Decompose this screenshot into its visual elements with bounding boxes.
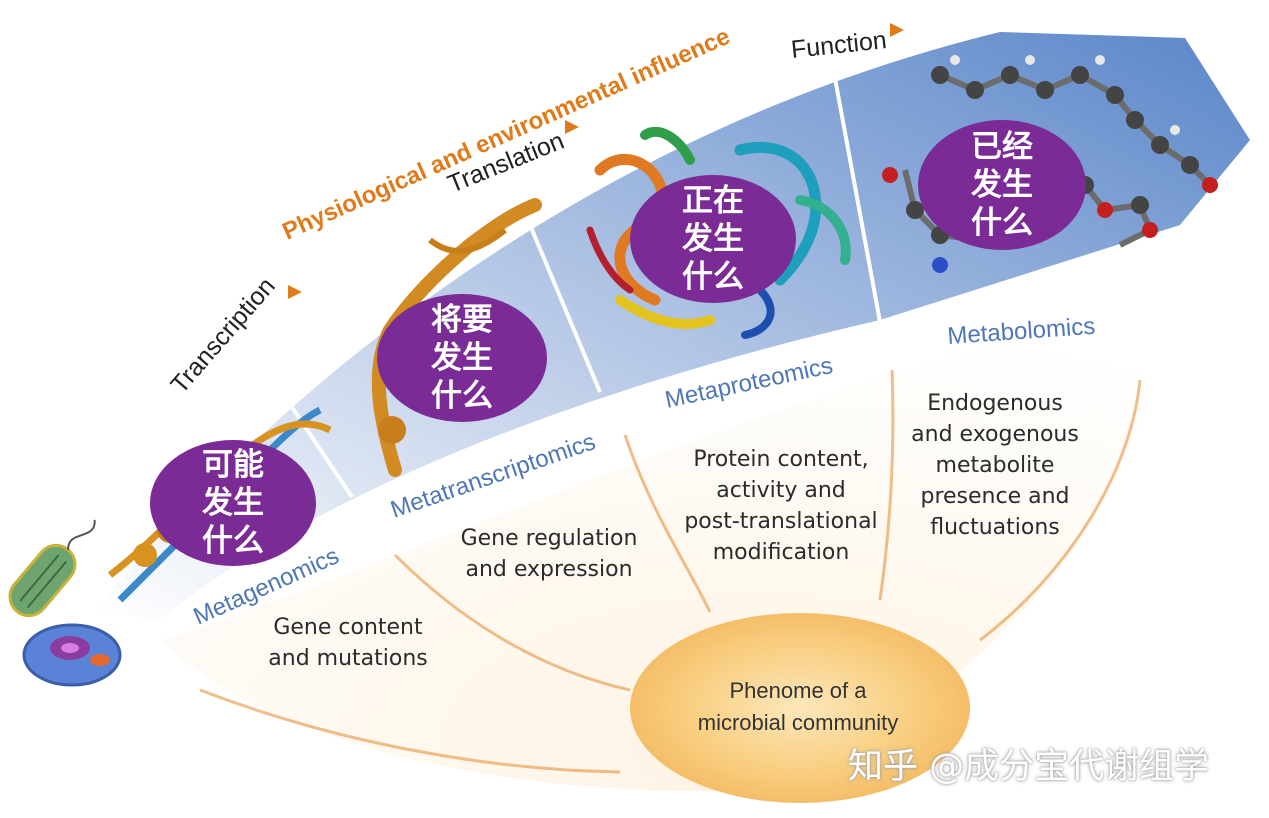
bubble-1-line3: 什么 (202, 523, 264, 559)
bubble-4-line1: 已经 (971, 129, 1033, 165)
bubble-2-line3: 什么 (431, 378, 493, 414)
desc-3-line3: post-translational (684, 509, 878, 534)
function-arrow-icon (890, 23, 904, 37)
desc-4-line5: fluctuations (930, 515, 1060, 540)
desc-4-line4: presence and (920, 484, 1070, 509)
bubble-already-happened: 已经发生什么 (918, 120, 1086, 250)
metabolite-molecule-icon (882, 55, 1218, 273)
bubble-4-line3: 什么 (971, 205, 1033, 241)
bubble-3-line2: 发生 (682, 221, 744, 257)
watermark: 知乎 @成分宝代谢组学 (848, 747, 1210, 787)
bubble-could-happen: 可能发生什么 (150, 440, 316, 566)
bubble-about-to-happen: 将要发生什么 (377, 294, 547, 422)
bubble-1-line2: 发生 (202, 485, 264, 521)
description-metatranscriptomics: Gene regulation and expression (446, 523, 652, 585)
stage-label-transcription: Transcription (165, 272, 280, 399)
divider-2 (510, 181, 602, 393)
bubble-4-line2: 发生 (971, 167, 1033, 203)
bubble-2-line1: 将要 (431, 302, 493, 338)
spoke-1 (199, 688, 621, 774)
spoke-5 (979, 379, 1142, 642)
description-metagenomics: Gene content and mutations (250, 612, 446, 674)
phenome-ellipse (630, 613, 970, 803)
bubble-2-line2: 发生 (431, 340, 493, 376)
desc-4-line2: and exogenous (911, 422, 1079, 447)
desc-2-line2: and expression (465, 557, 633, 582)
spoke-2 (393, 553, 631, 692)
desc-3-line2: activity and (716, 478, 846, 503)
bubble-3-line1: 正在 (682, 183, 744, 219)
description-metabolomics: Endogenous and exogenous metabolite pres… (900, 388, 1090, 543)
eukaryotic-cell-icon (22, 623, 122, 687)
desc-2-line1: Gene regulation (460, 526, 638, 551)
phenome-label-line1: Phenome of a (730, 678, 868, 703)
desc-1-line1: Gene content (273, 615, 423, 640)
phenome-label-line2: microbial community (698, 710, 899, 735)
desc-4-line1: Endogenous (927, 391, 1063, 416)
bubble-3-line3: 什么 (682, 259, 744, 295)
bubble-1-line1: 可能 (202, 447, 264, 483)
bubble-happening: 正在发生什么 (630, 175, 796, 303)
translation-arrow-icon (565, 120, 579, 134)
desc-4-line3: metabolite (935, 453, 1055, 478)
desc-3-line4: modification (712, 540, 850, 565)
spoke-4 (878, 369, 895, 601)
desc-1-line2: and mutations (268, 646, 428, 671)
desc-3-line1: Protein content, (693, 447, 869, 472)
divider-3 (830, 61, 882, 323)
bacterium-icon (8, 519, 96, 618)
description-metaproteomics: Protein content, activity and post-trans… (668, 444, 894, 568)
spoke-3 (623, 434, 712, 613)
transcription-arrow-icon (288, 285, 302, 299)
stage-label-function: Function (790, 26, 888, 64)
